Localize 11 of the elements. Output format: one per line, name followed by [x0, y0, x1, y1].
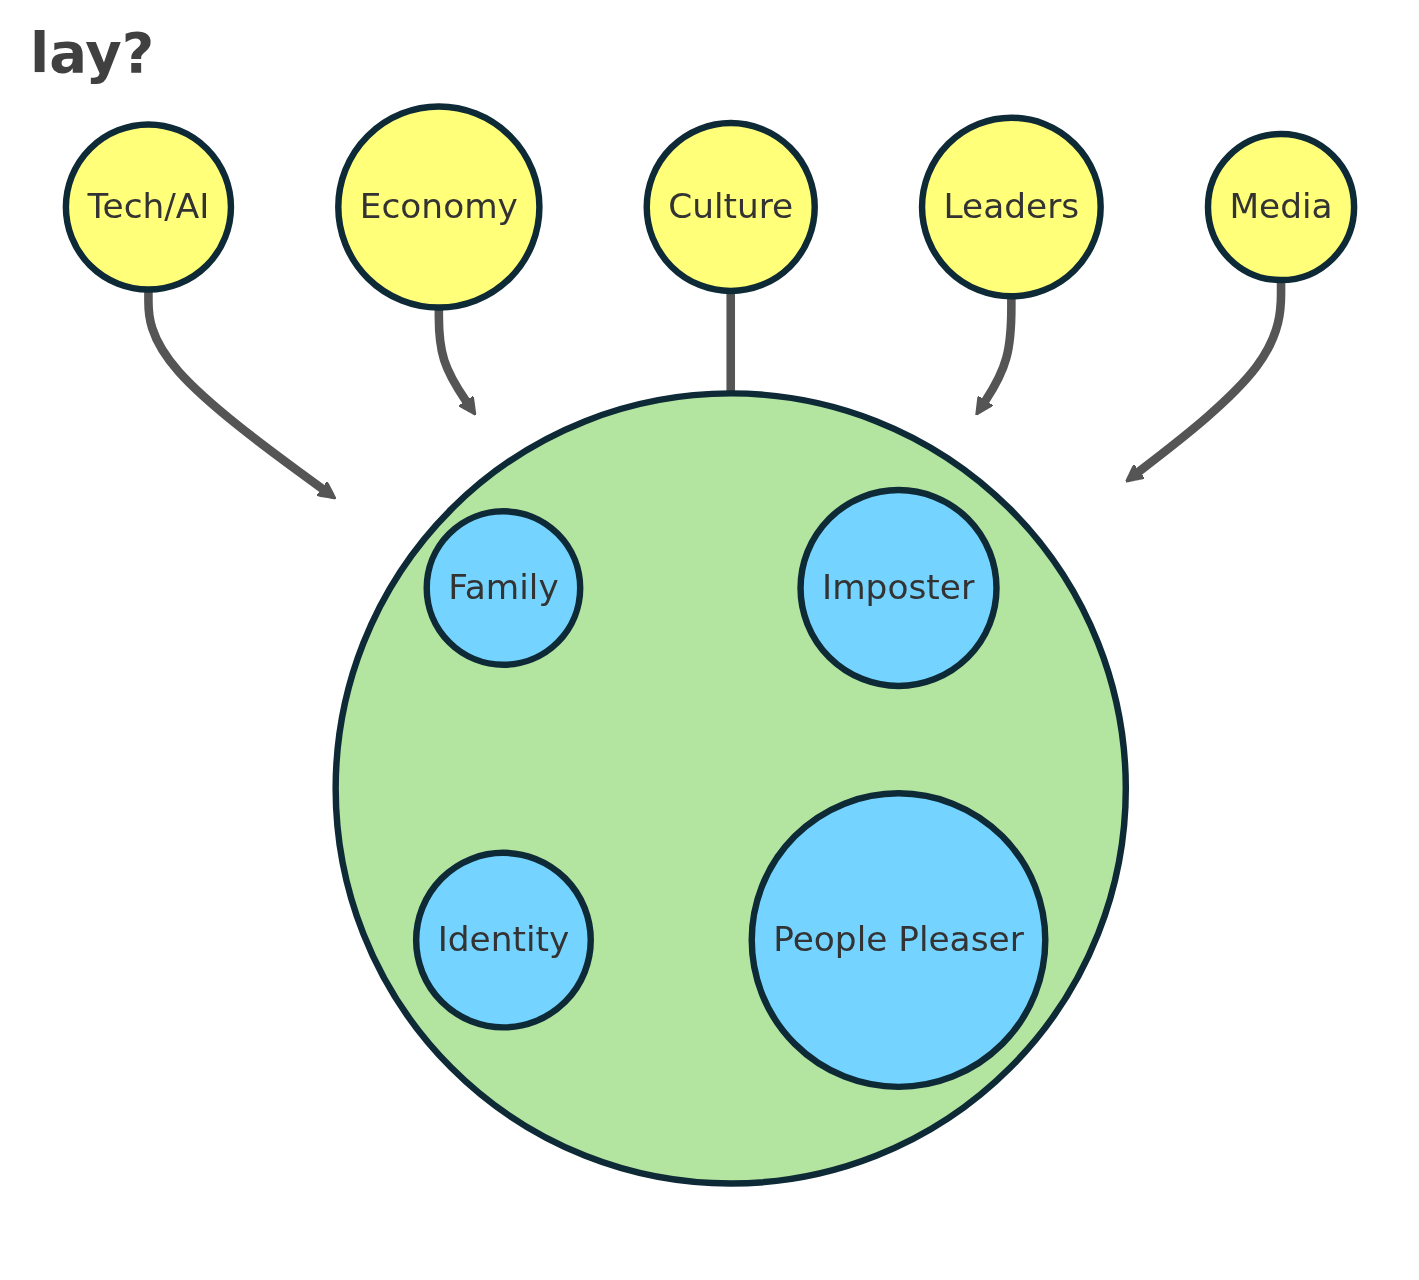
node-circle: Leaders [918, 114, 1104, 300]
node-circle: Tech/AI [62, 121, 234, 293]
node-circle: Imposter [796, 486, 1000, 690]
node-circle: People Pleaser [748, 790, 1048, 1091]
title: lay? [30, 20, 156, 85]
node-circle: Identity [412, 849, 594, 1031]
node-circle: Culture [643, 119, 818, 295]
node-circle: Media [1204, 130, 1357, 284]
node-circle: Family [423, 508, 583, 668]
arrow [1124, 280, 1285, 483]
node-circle: Economy [334, 103, 543, 311]
